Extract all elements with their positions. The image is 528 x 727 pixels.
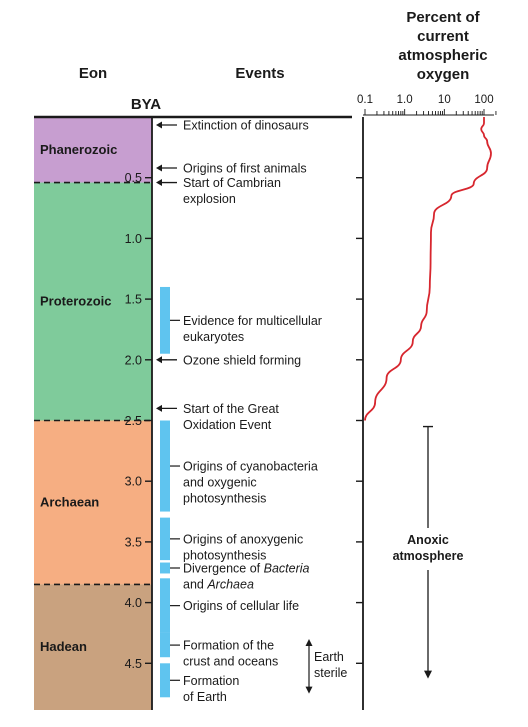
event-label-segment: eukaryotes (183, 330, 244, 344)
event-arrow-head (156, 179, 162, 187)
oxygen-header-line-3: atmospheric (398, 47, 487, 64)
eon-band-phanerozoic (34, 117, 152, 183)
time-tick-label: 2.5 (125, 414, 142, 428)
event-label-line: Formation of the (183, 639, 274, 653)
event-label-line: Extinction of dinosaurs (183, 119, 309, 133)
event-label-segment: Origins of cellular life (183, 599, 299, 613)
earth-sterile-arrow-head (305, 686, 313, 694)
event-label-line: photosynthesis (183, 492, 266, 506)
event-arrow-head (156, 164, 162, 172)
event-arrow-head (156, 404, 162, 412)
event-bar (160, 420, 170, 512)
earth-sterile-label: Earth (314, 650, 344, 664)
oxygen-header-line-1: Percent of (406, 9, 480, 26)
event-label-segment: Ozone shield forming (183, 353, 301, 367)
event-label-line: Ozone shield forming (183, 353, 301, 367)
event-label-line: Origins of cellular life (183, 599, 299, 613)
event-label-segment: crust and oceans (183, 655, 278, 669)
event-bar (160, 517, 170, 561)
event-label-segment: Start of Cambrian (183, 176, 281, 190)
event-label-line: photosynthesis (183, 548, 266, 562)
event-label-line: crust and oceans (183, 655, 278, 669)
event-bar (160, 562, 170, 574)
time-tick-label: 2.0 (125, 353, 142, 367)
eon-label-hadean: Hadean (40, 639, 87, 654)
event-label-line: and oxygenic (183, 476, 257, 490)
event-arrow-head (156, 121, 162, 129)
event-label-line: Origins of first animals (183, 161, 307, 175)
event-label-line: Origins of anoxygenic (183, 532, 303, 546)
oxygen-tick-label: 10 (438, 94, 451, 106)
annotations: Earth sterile Anoxic atmosphere (305, 425, 464, 694)
bya-header: BYA (131, 96, 161, 113)
oxygen-tick-label: 1.0 (397, 94, 413, 106)
event-label-segment: and oxygenic (183, 476, 257, 490)
event-label-line: Start of Cambrian (183, 176, 281, 190)
oxygen-curve (364, 117, 492, 421)
event-label-segment: photosynthesis (183, 492, 266, 506)
eon-band-archaean (34, 420, 152, 585)
event-bar (160, 286, 170, 354)
oxygen-tick-label: 0.1 (357, 94, 373, 106)
event-label-segment: photosynthesis (183, 548, 266, 562)
eon-label-phanerozoic: Phanerozoic (40, 142, 117, 157)
headers: Eon Events BYA Percent of current atmosp… (79, 9, 488, 113)
time-tick-label: 1.5 (125, 293, 142, 307)
event-label-segment: Archaea (206, 578, 254, 592)
time-axis: 0.5 1.0 1.5 2.0 2.5 3.0 3.5 4.0 4.5 (34, 115, 352, 710)
oxygen-tick-label: 100 (474, 94, 493, 106)
event-label-segment: and (183, 578, 207, 592)
time-tick-label: 4.5 (125, 657, 142, 671)
event-label-line: of Earth (183, 690, 227, 704)
event-label-segment: Formation (183, 674, 239, 688)
event-label-line: Formation (183, 674, 239, 688)
event-label-line: Evidence for multicellular (183, 314, 322, 328)
event-label-segment: Evidence for multicellular (183, 314, 322, 328)
event-label-segment: Divergence of (183, 562, 264, 576)
event-arrow-head (156, 356, 162, 364)
time-tick-label: 4.0 (125, 596, 142, 610)
earth-sterile-arrow-head (305, 638, 313, 646)
event-label-segment: Oxidation Event (183, 418, 272, 432)
eon-label-archaean: Archaean (40, 494, 99, 509)
event-bar (160, 578, 170, 633)
event-label-segment: Origins of cyanobacteria (183, 460, 318, 474)
anoxic-label: atmosphere (393, 549, 464, 563)
event-label-segment: explosion (183, 192, 236, 206)
anoxic-arrow-head (424, 670, 432, 679)
event-label-line: and Archaea (183, 578, 254, 592)
event-label-line: Origins of cyanobacteria (183, 460, 318, 474)
event-label-line: Divergence of Bacteria (183, 562, 310, 576)
eon-header: Eon (79, 65, 107, 82)
event-label-segment: of Earth (183, 690, 227, 704)
earth-sterile-label: sterile (314, 666, 347, 680)
oxygen-axis: 0.1 1.0 10 100 (356, 94, 497, 710)
event-bar (160, 632, 170, 658)
event-label-line: Oxidation Event (183, 418, 272, 432)
events-header: Events (235, 65, 284, 82)
event-label-line: Start of the Great (183, 402, 279, 416)
event-bar (160, 663, 170, 698)
event-label-line: eukaryotes (183, 330, 244, 344)
oxygen-header-line-2: current (417, 28, 469, 45)
eon-band-hadean (34, 584, 152, 710)
event-label-segment: Formation of the (183, 639, 274, 653)
event-label-segment: Origins of first animals (183, 161, 307, 175)
time-tick-label: 3.5 (125, 535, 142, 549)
oxygen-header-line-4: oxygen (417, 66, 470, 83)
time-tick-label: 1.0 (125, 232, 142, 246)
event-label-segment: Start of the Great (183, 402, 279, 416)
event-label-segment: Extinction of dinosaurs (183, 119, 309, 133)
event-label-segment: Origins of anoxygenic (183, 532, 303, 546)
event-label-line: explosion (183, 192, 236, 206)
anoxic-label: Anoxic (407, 533, 449, 547)
time-tick-label: 3.0 (125, 475, 142, 489)
eon-band-proterozoic (34, 182, 152, 421)
time-tick-label: 0.5 (125, 171, 142, 185)
event-label-segment: Bacteria (264, 562, 310, 576)
eon-label-proterozoic: Proterozoic (40, 294, 112, 309)
